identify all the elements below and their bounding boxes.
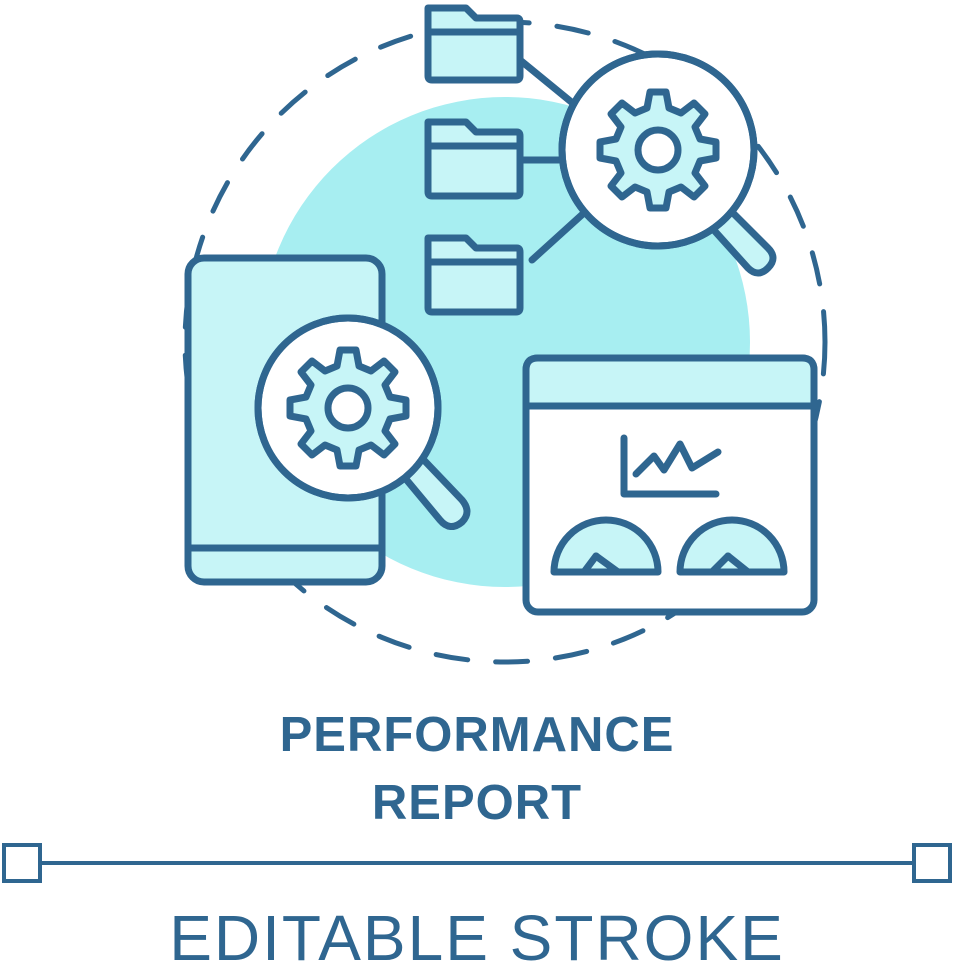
gauge-icon-left: [550, 516, 662, 576]
browser-dashboard-icon: [522, 354, 818, 616]
folder-icon-middle: [424, 118, 524, 200]
connector-line-top: [516, 56, 579, 109]
gauge-icon-right: [676, 516, 788, 576]
performance-report-illustration: [182, 4, 828, 665]
magnifying-glass-gear-icon-top: [558, 50, 777, 277]
folder-icon-bottom: [424, 234, 524, 316]
magnifying-glass-gear-icon-phone: [254, 314, 471, 530]
title-line-2: REPORT: [371, 776, 583, 830]
folder-icon-top: [424, 4, 524, 84]
line-chart-icon: [620, 434, 722, 498]
title-line-1: PERFORMANCE: [279, 708, 675, 762]
anchor-handle-right: [912, 843, 952, 883]
editable-stroke-caption: EDITABLE STROKE: [169, 902, 785, 974]
editable-stroke-bar: [2, 843, 952, 883]
anchor-handle-left: [2, 843, 42, 883]
connector-line-bottom: [528, 208, 589, 264]
